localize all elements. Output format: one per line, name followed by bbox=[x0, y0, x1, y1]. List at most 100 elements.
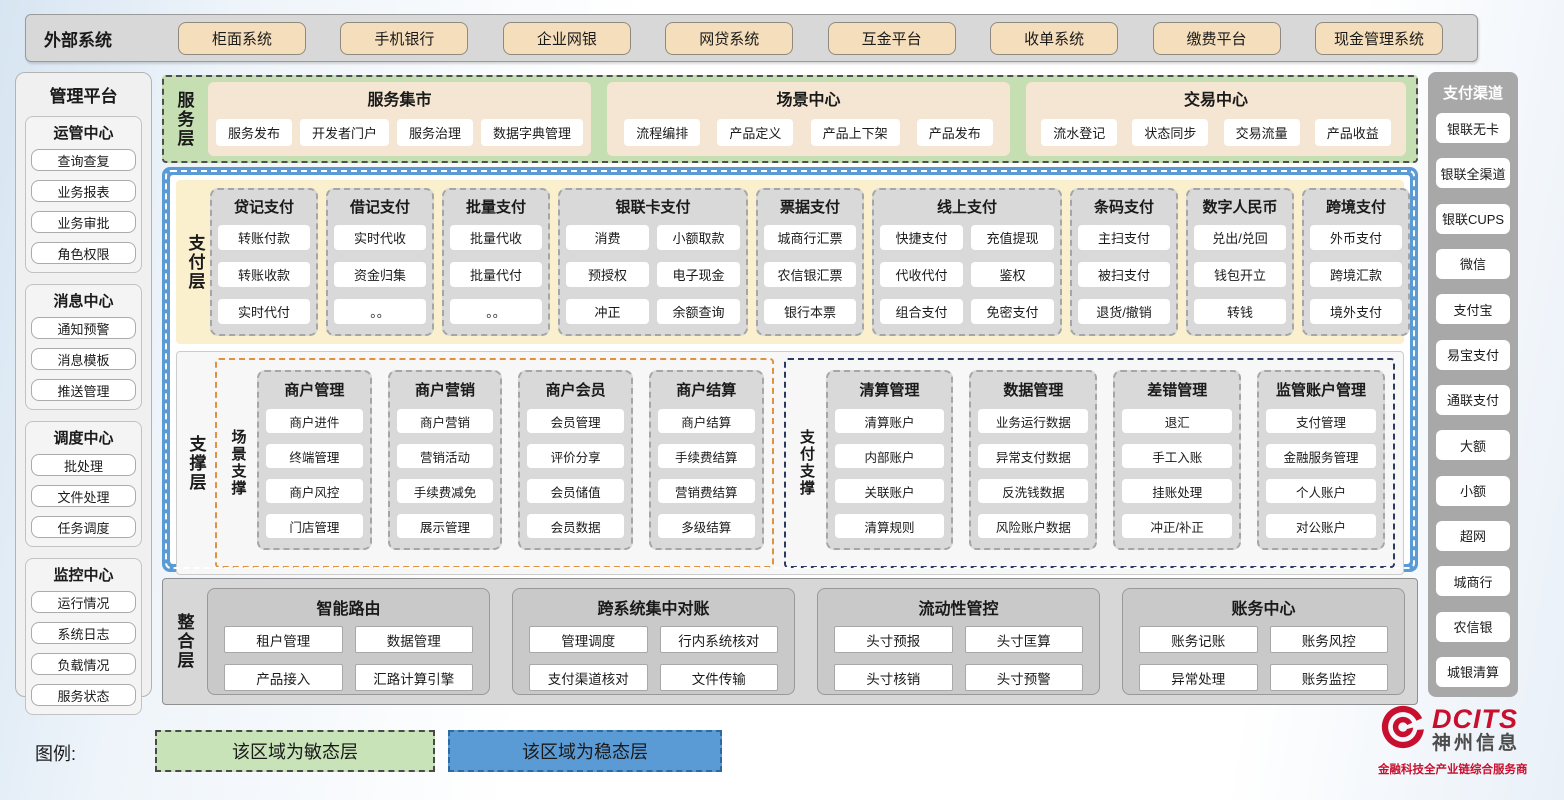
management-item-button[interactable]: 负载情况 bbox=[31, 653, 136, 675]
service-item-button[interactable]: 服务发布 bbox=[216, 118, 293, 146]
management-item-button[interactable]: 任务调度 bbox=[31, 516, 136, 538]
payment-support-item-button[interactable]: 手工入账 bbox=[1122, 444, 1233, 468]
payment-support-item-button[interactable]: 内部账户 bbox=[834, 444, 945, 468]
service-item-button[interactable]: 数据字典管理 bbox=[481, 118, 584, 146]
external-system-button[interactable]: 收单系统 bbox=[990, 21, 1119, 55]
payment-support-item-button[interactable]: 清算账户 bbox=[834, 409, 945, 433]
service-item-button[interactable]: 流程编排 bbox=[624, 118, 701, 146]
integration-item-button[interactable]: 账务监控 bbox=[1269, 664, 1388, 691]
payment-support-item-button[interactable]: 冲正/补正 bbox=[1122, 514, 1233, 538]
channel-button[interactable]: 银联无卡 bbox=[1436, 113, 1510, 143]
channel-button[interactable]: 超网 bbox=[1436, 520, 1510, 551]
integration-item-button[interactable]: 异常处理 bbox=[1139, 664, 1258, 691]
service-item-button[interactable]: 产品发布 bbox=[916, 118, 993, 146]
scene-support-item-button[interactable]: 商户进件 bbox=[266, 409, 363, 433]
payment-item-button[interactable]: 冲正 bbox=[566, 299, 649, 324]
channel-button[interactable]: 小额 bbox=[1436, 475, 1510, 506]
channel-button[interactable]: 微信 bbox=[1436, 248, 1510, 279]
integration-item-button[interactable]: 账务风控 bbox=[1269, 626, 1388, 653]
scene-support-item-button[interactable]: 营销活动 bbox=[396, 444, 494, 468]
payment-item-button[interactable]: 小额取款 bbox=[657, 225, 740, 250]
external-system-button[interactable]: 手机银行 bbox=[340, 21, 469, 55]
payment-support-item-button[interactable]: 支付管理 bbox=[1266, 409, 1376, 433]
integration-item-button[interactable]: 汇路计算引擎 bbox=[354, 664, 473, 691]
payment-support-item-button[interactable]: 清算规则 bbox=[834, 514, 945, 538]
scene-support-item-button[interactable]: 展示管理 bbox=[396, 514, 494, 538]
external-system-button[interactable]: 企业网银 bbox=[502, 21, 631, 55]
integration-item-button[interactable]: 产品接入 bbox=[224, 664, 343, 691]
integration-item-button[interactable]: 头寸预报 bbox=[834, 626, 953, 653]
integration-item-button[interactable]: 头寸核销 bbox=[834, 664, 953, 691]
payment-item-button[interactable]: 农信银汇票 bbox=[764, 262, 856, 287]
payment-support-item-button[interactable]: 个人账户 bbox=[1266, 479, 1376, 503]
payment-item-button[interactable]: 转账付款 bbox=[218, 225, 310, 250]
payment-item-button[interactable]: 境外支付 bbox=[1310, 299, 1402, 324]
management-item-button[interactable]: 业务报表 bbox=[31, 180, 136, 202]
external-system-button[interactable]: 现金管理系统 bbox=[1314, 21, 1443, 55]
payment-item-button[interactable]: 充值提现 bbox=[971, 225, 1054, 250]
payment-support-item-button[interactable]: 退汇 bbox=[1122, 409, 1233, 433]
payment-item-button[interactable]: 。。 bbox=[450, 299, 542, 324]
payment-support-item-button[interactable]: 金融服务管理 bbox=[1266, 444, 1376, 468]
scene-support-item-button[interactable]: 会员管理 bbox=[527, 409, 624, 433]
scene-support-item-button[interactable]: 商户结算 bbox=[657, 409, 755, 433]
payment-item-button[interactable]: 余额查询 bbox=[657, 299, 740, 324]
scene-support-item-button[interactable]: 多级结算 bbox=[657, 514, 755, 538]
scene-support-item-button[interactable]: 终端管理 bbox=[266, 444, 363, 468]
payment-item-button[interactable]: 免密支付 bbox=[971, 299, 1054, 324]
service-item-button[interactable]: 产品收益 bbox=[1314, 118, 1391, 146]
payment-support-item-button[interactable]: 反洗钱数据 bbox=[978, 479, 1089, 503]
payment-item-button[interactable]: 组合支付 bbox=[880, 299, 963, 324]
integration-item-button[interactable]: 数据管理 bbox=[354, 626, 473, 653]
scene-support-item-button[interactable]: 商户风控 bbox=[266, 479, 363, 503]
payment-item-button[interactable]: 。。 bbox=[334, 299, 426, 324]
scene-support-item-button[interactable]: 会员储值 bbox=[527, 479, 624, 503]
payment-item-button[interactable]: 预授权 bbox=[566, 262, 649, 287]
management-item-button[interactable]: 通知预警 bbox=[31, 317, 136, 339]
service-item-button[interactable]: 状态同步 bbox=[1132, 118, 1209, 146]
payment-item-button[interactable]: 批量代付 bbox=[450, 262, 542, 287]
scene-support-item-button[interactable]: 会员数据 bbox=[527, 514, 624, 538]
integration-item-button[interactable]: 支付渠道核对 bbox=[529, 664, 648, 691]
management-item-button[interactable]: 服务状态 bbox=[31, 684, 136, 706]
channel-button[interactable]: 银联CUPS bbox=[1436, 203, 1510, 234]
integration-item-button[interactable]: 管理调度 bbox=[529, 626, 648, 653]
scene-support-item-button[interactable]: 手续费减免 bbox=[396, 479, 494, 503]
management-item-button[interactable]: 推送管理 bbox=[31, 379, 136, 401]
service-item-button[interactable]: 交易流量 bbox=[1223, 118, 1300, 146]
integration-item-button[interactable]: 头寸匡算 bbox=[964, 626, 1083, 653]
external-system-button[interactable]: 柜面系统 bbox=[178, 21, 306, 55]
payment-support-item-button[interactable]: 对公账户 bbox=[1266, 514, 1376, 538]
service-item-button[interactable]: 产品定义 bbox=[717, 118, 794, 146]
payment-item-button[interactable]: 转钱 bbox=[1194, 299, 1286, 324]
payment-item-button[interactable]: 消费 bbox=[566, 225, 649, 250]
payment-item-button[interactable]: 实时代付 bbox=[218, 299, 310, 324]
payment-item-button[interactable]: 快捷支付 bbox=[880, 225, 963, 250]
management-item-button[interactable]: 查询查复 bbox=[31, 149, 136, 171]
payment-support-item-button[interactable]: 关联账户 bbox=[834, 479, 945, 503]
management-item-button[interactable]: 运行情况 bbox=[31, 591, 136, 613]
channel-button[interactable]: 易宝支付 bbox=[1436, 339, 1510, 370]
payment-support-item-button[interactable]: 风险账户数据 bbox=[978, 514, 1089, 538]
integration-item-button[interactable]: 头寸预警 bbox=[964, 664, 1083, 691]
payment-item-button[interactable]: 主扫支付 bbox=[1078, 225, 1170, 250]
external-system-button[interactable]: 缴费平台 bbox=[1152, 21, 1281, 55]
external-system-button[interactable]: 互金平台 bbox=[827, 21, 956, 55]
payment-item-button[interactable]: 外币支付 bbox=[1310, 225, 1402, 250]
payment-item-button[interactable]: 转账收款 bbox=[218, 262, 310, 287]
service-item-button[interactable]: 开发者门户 bbox=[300, 118, 390, 146]
payment-item-button[interactable]: 被扫支付 bbox=[1078, 262, 1170, 287]
scene-support-item-button[interactable]: 手续费结算 bbox=[657, 444, 755, 468]
management-item-button[interactable]: 文件处理 bbox=[31, 485, 136, 507]
payment-support-item-button[interactable]: 业务运行数据 bbox=[978, 409, 1089, 433]
channel-button[interactable]: 农信银 bbox=[1436, 611, 1510, 642]
channel-button[interactable]: 城银清算 bbox=[1436, 656, 1510, 687]
payment-item-button[interactable]: 批量代收 bbox=[450, 225, 542, 250]
scene-support-item-button[interactable]: 商户营销 bbox=[396, 409, 494, 433]
scene-support-item-button[interactable]: 评价分享 bbox=[527, 444, 624, 468]
payment-item-button[interactable]: 代收代付 bbox=[880, 262, 963, 287]
channel-button[interactable]: 通联支付 bbox=[1436, 384, 1510, 415]
payment-support-item-button[interactable]: 异常支付数据 bbox=[978, 444, 1089, 468]
integration-item-button[interactable]: 租户管理 bbox=[224, 626, 343, 653]
payment-item-button[interactable]: 银行本票 bbox=[764, 299, 856, 324]
